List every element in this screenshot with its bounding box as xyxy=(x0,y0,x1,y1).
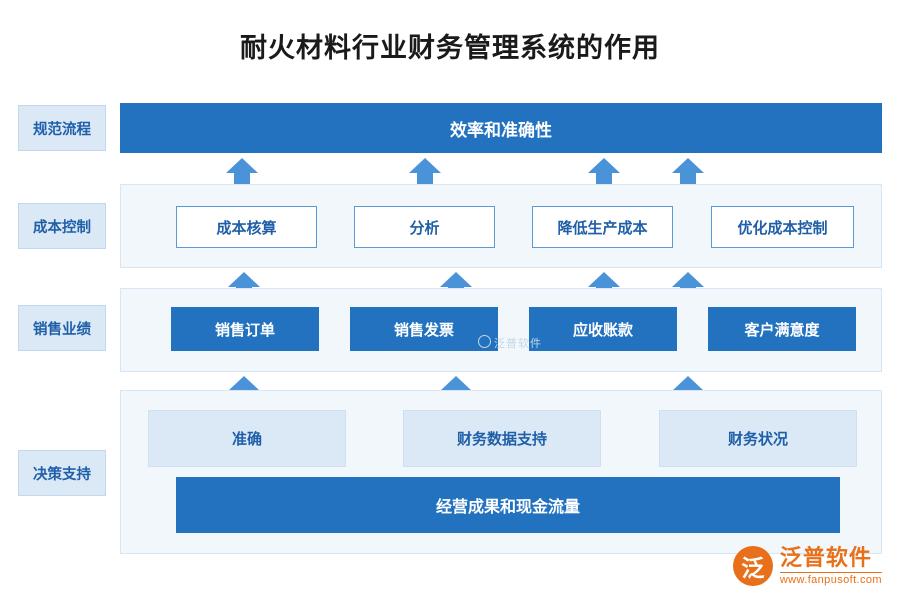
row-label-decision-support: 决策支持 xyxy=(18,450,106,496)
box-accurate: 准确 xyxy=(148,410,346,467)
box-sales-invoice: 销售发票 xyxy=(350,307,498,351)
row-label-cost-control: 成本控制 xyxy=(18,203,106,249)
row-label-sales-performance: 销售业绩 xyxy=(18,305,106,351)
logo-name: 泛普软件 xyxy=(779,545,872,571)
logo-url: www.fanpusoft.com xyxy=(779,571,882,586)
watermark-center: 泛普软件 xyxy=(478,335,542,351)
brand-logo: 泛 泛普软件 www.fanpusoft.com xyxy=(732,545,882,586)
box-accounts-receivable: 应收账款 xyxy=(529,307,677,351)
box-operating-results-cashflow: 经营成果和现金流量 xyxy=(176,477,840,533)
box-reduce-production-cost: 降低生产成本 xyxy=(532,206,673,248)
watermark-ring-icon xyxy=(478,335,491,348)
box-analysis: 分析 xyxy=(354,206,495,248)
banner-efficiency-accuracy: 效率和准确性 xyxy=(120,103,882,153)
box-optimize-cost-control: 优化成本控制 xyxy=(711,206,854,248)
logo-mark-icon: 泛 xyxy=(732,546,773,586)
page-title: 耐火材料行业财务管理系统的作用 xyxy=(240,33,660,63)
box-customer-satisfaction: 客户满意度 xyxy=(708,307,856,351)
box-financial-data-support: 财务数据支持 xyxy=(403,410,601,467)
box-sales-order: 销售订单 xyxy=(171,307,319,351)
box-financial-status: 财务状况 xyxy=(659,410,857,467)
box-cost-accounting: 成本核算 xyxy=(176,206,317,248)
logo-text: 泛普软件 www.fanpusoft.com xyxy=(779,545,882,586)
row-label-process: 规范流程 xyxy=(18,105,106,151)
